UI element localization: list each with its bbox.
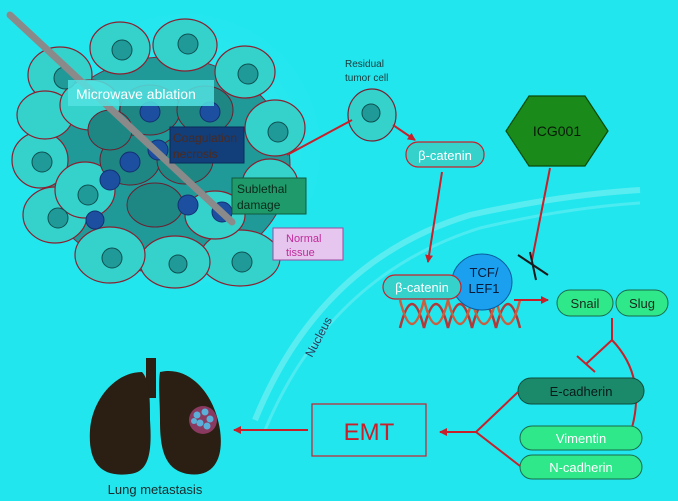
microwave-ablation-label: Microwave ablation xyxy=(76,86,196,102)
n-cadherin-label: N-cadherin xyxy=(549,460,613,475)
nucleus-membrane xyxy=(252,187,641,422)
beta-catenin-cytoplasm xyxy=(405,141,485,168)
beta-catenin-cytoplasm-label: β-catenin xyxy=(418,148,472,163)
metastasis-lesion xyxy=(189,406,217,434)
slug-box xyxy=(615,289,669,317)
inhibition-line-icg001 xyxy=(531,167,551,261)
emt-box xyxy=(311,403,427,457)
normal-tissue-label-2: tissue xyxy=(286,247,315,259)
line-e-cadherin-converge xyxy=(475,391,519,433)
inhibit-e-cadherin-bar xyxy=(576,355,596,373)
arrow-bcatenin-to-nucleus xyxy=(425,171,443,263)
beta-catenin-nuclear-label: β-catenin xyxy=(395,280,449,295)
lungs xyxy=(89,358,221,475)
snail-box xyxy=(556,289,614,317)
dna-helix xyxy=(398,299,522,329)
emt-label: EMT xyxy=(344,419,395,446)
vimentin-label: Vimentin xyxy=(556,431,606,446)
vimentin-box xyxy=(519,425,643,451)
e-cadherin-box xyxy=(517,377,645,405)
icg001-hexagon xyxy=(505,95,609,167)
lung-metastasis-label: Lung metastasis xyxy=(108,482,203,497)
beta-catenin-nuclear xyxy=(382,274,462,300)
nucleus-membrane-inner xyxy=(263,201,641,431)
normal-tissue-box xyxy=(272,227,344,261)
microwave-ablation-box xyxy=(68,80,214,106)
residual-label-1: Residual xyxy=(345,59,384,70)
sublethal-box xyxy=(231,177,307,215)
icg001-label: ICG001 xyxy=(533,123,581,139)
residual-label-2: tumor cell xyxy=(345,73,388,84)
nucleus-label: Nucleus xyxy=(302,315,335,360)
ablation-needle xyxy=(6,11,236,226)
inhibition-cross-2 xyxy=(529,251,537,281)
sublethal-label-1: Sublethal xyxy=(237,182,287,196)
snail-label: Snail xyxy=(571,296,600,311)
tcf-label-1: TCF/ xyxy=(470,265,499,280)
sublethal-label-2: damage xyxy=(237,198,281,212)
n-cadherin-box xyxy=(519,454,643,480)
residual-cell-nucleus xyxy=(361,103,381,123)
coagulation-label-1: Coagulation xyxy=(173,131,237,145)
line-n-cadherin-converge xyxy=(475,431,521,467)
slug-label: Slug xyxy=(629,296,655,311)
left-lung xyxy=(89,372,151,475)
inner-nuclei xyxy=(85,101,233,230)
coagulation-box xyxy=(169,126,245,164)
line-tumor-to-residual xyxy=(286,119,353,156)
coagulation-label-2: necrosis xyxy=(173,147,218,161)
inhibit-e-cadherin-line xyxy=(585,339,613,365)
normal-tissue-label-1: Normal xyxy=(286,233,321,245)
arrow-residual-to-bcatenin xyxy=(392,124,416,141)
trachea xyxy=(146,358,156,398)
e-cadherin-label: E-cadherin xyxy=(550,384,613,399)
tcf-label-2: LEF1 xyxy=(468,281,499,296)
